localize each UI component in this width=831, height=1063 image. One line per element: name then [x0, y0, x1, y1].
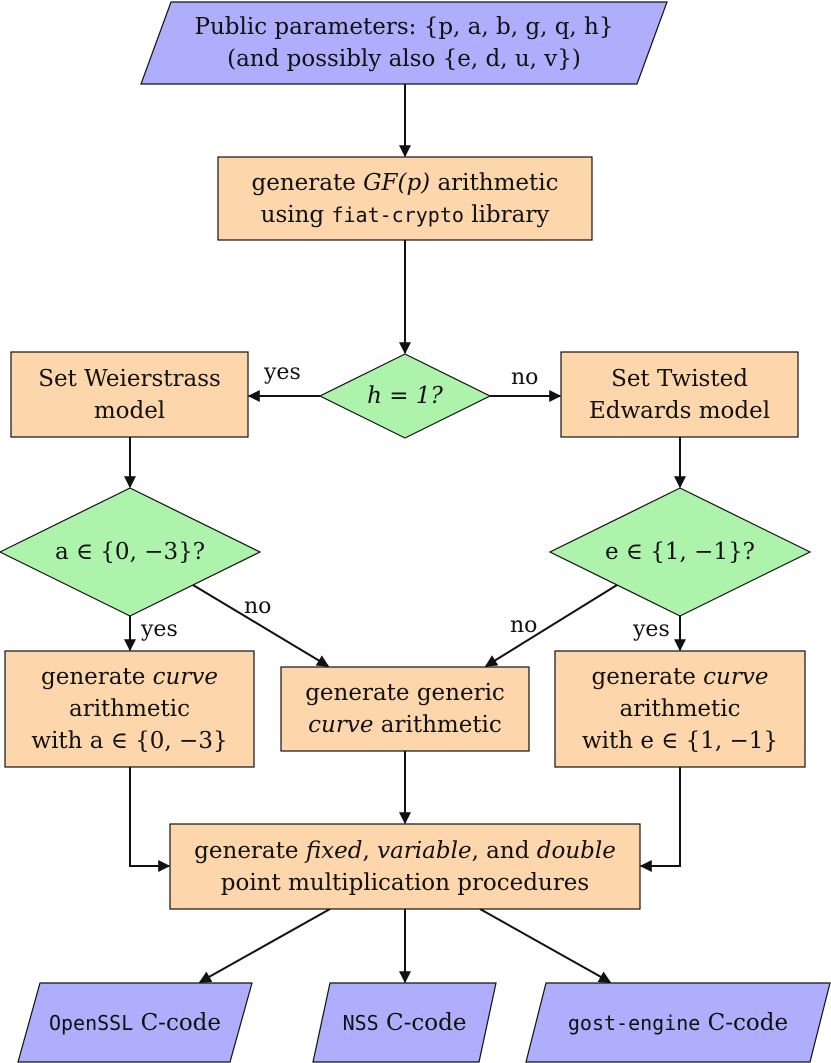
gfp-line2-a: using	[260, 201, 332, 228]
gfp-line1-b: arithmetic	[430, 169, 559, 196]
openssl-text: C-code	[133, 1009, 222, 1036]
openssl-node: OpenSSL C-code	[18, 983, 252, 1062]
generic-line2-em: curve	[308, 712, 374, 738]
a-check-text: a ∈ {0, −3}?	[54, 539, 206, 565]
edge-label-h-no: no	[511, 365, 539, 390]
edge-label-a-no: no	[244, 594, 272, 619]
point-mult-line1-em3: double	[536, 837, 616, 864]
curve-e-line1: generate curve	[592, 661, 769, 693]
point-mult-shape	[169, 823, 641, 910]
nss-line: NSS C-code	[343, 1007, 467, 1039]
gost-text: C-code	[700, 1009, 789, 1036]
e-check-text: e ∈ {1, −1}?	[604, 539, 756, 565]
curve-a-shape	[4, 650, 255, 768]
curve-a-line1-em: curve	[152, 664, 218, 690]
a-check-node: a ∈ {0, −3}?	[0, 488, 260, 616]
twisted-line2: Edwards model	[588, 397, 771, 424]
curve-e-line1-em: curve	[703, 664, 769, 690]
openssl-line: OpenSSL C-code	[49, 1007, 221, 1039]
nss-text: C-code	[378, 1009, 467, 1036]
arrow-echeck-to-generic	[484, 584, 618, 667]
point-mult-line1-a: generate	[194, 837, 306, 864]
curve-a-line1: generate curve	[41, 661, 218, 693]
nss-node: NSS C-code	[313, 983, 496, 1062]
nss-code: NSS	[342, 1010, 379, 1035]
edge-label-e-no: no	[510, 613, 538, 638]
gost-node: gost-engine C-code	[526, 983, 830, 1062]
edge-label-h-yes: yes	[264, 360, 301, 385]
point-mult-line1-c: , and	[471, 837, 537, 864]
curve-e-shape	[554, 650, 806, 768]
point-mult-node: generate fixed, variable, and double poi…	[170, 824, 640, 909]
arrow-curve-e-to-point-mult	[639, 767, 681, 872]
point-mult-line2: point multiplication procedures	[220, 869, 590, 896]
curve-e-line1-a: generate	[591, 664, 704, 690]
point-mult-line1: generate fixed, variable, and double	[194, 835, 616, 867]
curve-a-line1-a: generate	[41, 664, 153, 690]
curve-e-line3: with e ∈ {1, −1}	[581, 728, 779, 754]
openssl-shape	[17, 982, 253, 1063]
params-line2: (and possibly also {e, d, u, v})	[227, 46, 581, 72]
gfp-line1-a: generate	[251, 169, 364, 196]
gfp-line2: using fiat-crypto library	[261, 199, 550, 231]
gfp-line1-math: GF(p)	[363, 169, 431, 196]
generic-line1: generate generic	[305, 680, 505, 706]
curve-a-node: generate curve arithmetic with a ∈ {0, −…	[5, 651, 254, 767]
arrow-point-mult-to-gost	[479, 908, 612, 983]
arrow-acheck-to-generic	[192, 584, 330, 667]
h-check-shape	[318, 353, 492, 439]
twisted-shape	[560, 351, 799, 438]
weierstrass-line2: model	[93, 397, 166, 424]
openssl-code: OpenSSL	[48, 1010, 134, 1035]
params-line1: Public parameters: {p, a, b, g, q, h}	[194, 14, 614, 40]
generic-shape	[280, 666, 530, 752]
nss-shape	[312, 982, 497, 1063]
h-check-text: h = 1?	[367, 383, 443, 409]
edge-label-a-yes: yes	[141, 617, 178, 642]
edge-label-e-yes: yes	[633, 617, 670, 642]
generic-node: generate generic curve arithmetic	[281, 667, 529, 751]
point-mult-line1-em2: variable	[377, 837, 472, 864]
twisted-line1: Set Twisted	[611, 365, 748, 392]
curve-e-node: generate curve arithmetic with e ∈ {1, −…	[555, 651, 805, 767]
e-check-node: e ∈ {1, −1}?	[550, 488, 810, 616]
curve-e-line2: arithmetic	[619, 696, 741, 722]
h-check-node: h = 1?	[320, 354, 490, 438]
gfp-node: generate GF(p) arithmetic using fiat-cry…	[218, 157, 592, 240]
gfp-line2-code: fiat-crypto	[331, 202, 464, 227]
twisted-node: Set Twisted Edwards model	[561, 352, 798, 437]
curve-a-line3: with a ∈ {0, −3}	[31, 728, 228, 754]
gost-code: gost-engine	[567, 1010, 701, 1035]
curve-a-line2: arithmetic	[68, 696, 191, 722]
arrow-curve-a-to-point-mult	[129, 767, 171, 872]
point-mult-line1-b: ,	[362, 837, 378, 864]
generic-line2: curve arithmetic	[308, 709, 502, 741]
point-mult-line1-em1: fixed	[305, 837, 363, 864]
generic-line2-b: arithmetic	[373, 712, 502, 738]
gfp-line2-b: library	[463, 201, 550, 228]
gost-shape	[525, 982, 831, 1063]
gost-line: gost-engine C-code	[568, 1007, 788, 1039]
weierstrass-node: Set Weierstrass model	[11, 352, 248, 437]
gfp-shape	[217, 156, 593, 241]
weierstrass-line1: Set Weierstrass	[38, 365, 221, 392]
gfp-line1: generate GF(p) arithmetic	[252, 167, 559, 199]
params-shape	[140, 1, 668, 85]
params-node: Public parameters: {p, a, b, g, q, h} (a…	[141, 2, 667, 84]
arrow-point-mult-to-openssl	[198, 908, 331, 983]
